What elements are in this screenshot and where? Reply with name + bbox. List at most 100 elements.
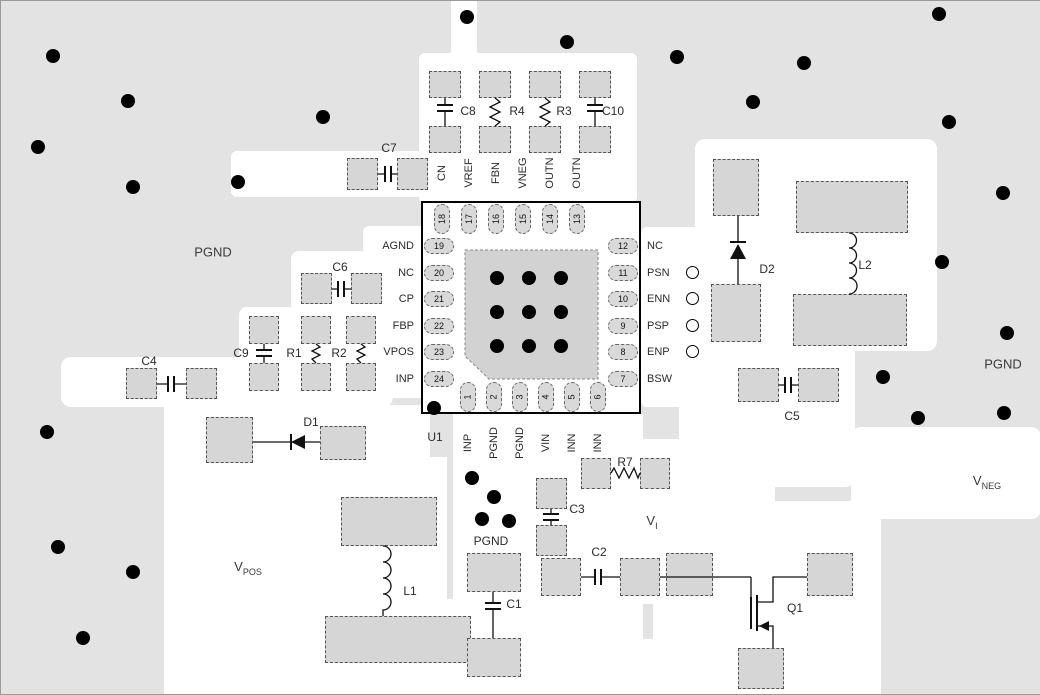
ic-pin-20: 20 xyxy=(424,265,454,281)
net-sub: POS xyxy=(242,566,262,577)
via xyxy=(746,95,760,109)
net-label-pgnd-center: PGND xyxy=(473,534,509,548)
pin-number: 12 xyxy=(617,241,628,251)
pad-R7-1 xyxy=(581,458,611,489)
label-D2: D2 xyxy=(759,262,775,276)
ic-pin-17: 17 xyxy=(461,204,477,234)
net-label-vneg: VNEG xyxy=(973,473,1001,491)
pad-C8-1 xyxy=(429,71,461,98)
label-C10: C10 xyxy=(601,104,625,118)
label-R7: R7 xyxy=(617,455,633,469)
C4-capacitor-symbol xyxy=(167,376,175,392)
via xyxy=(126,565,140,579)
pin-number: 8 xyxy=(620,347,626,357)
pad-R7-2 xyxy=(640,458,670,489)
Q1-gate-lead xyxy=(660,576,752,597)
label-C3: C3 xyxy=(569,502,585,516)
pad-R1-1 xyxy=(301,316,331,344)
Q1-mosfet-arrow xyxy=(759,621,769,631)
ic-pin-8: 8 xyxy=(608,344,638,360)
ic-pin-5: 5 xyxy=(564,382,580,412)
pin-label-inn5: INN xyxy=(566,433,578,453)
ic-pin-9: 9 xyxy=(608,318,638,334)
C5-capacitor-symbol xyxy=(784,377,792,393)
ic-pin-21: 21 xyxy=(424,291,454,307)
testpoint-enn xyxy=(686,292,699,305)
ic-pin-24: 24 xyxy=(424,371,454,387)
pad-R2-2 xyxy=(346,363,376,391)
ic-pin-19: 19 xyxy=(424,238,454,254)
R3-resistor-symbol xyxy=(538,97,552,127)
label-R1: R1 xyxy=(286,346,302,360)
pad-C3-1 xyxy=(536,478,567,509)
pad-C10-1 xyxy=(579,71,611,98)
pad-L1-2 xyxy=(325,616,471,663)
R7-resistor-symbol xyxy=(610,466,641,480)
via xyxy=(876,370,890,384)
pin-number: 19 xyxy=(433,241,444,251)
pad-R4-1 xyxy=(479,71,511,98)
pin-label-nc20: NC xyxy=(398,267,414,279)
via xyxy=(460,10,474,24)
via xyxy=(31,140,45,154)
label-C9: C9 xyxy=(233,346,249,360)
pad-Q1-3 xyxy=(738,648,784,689)
pin-label-vpos: VPOS xyxy=(383,346,414,358)
ic-pin-16: 16 xyxy=(488,204,504,234)
via xyxy=(797,56,811,70)
C1-capacitor-symbol xyxy=(485,602,501,610)
C2-capacitor-symbol xyxy=(594,569,602,585)
pad-C6-1 xyxy=(301,273,332,304)
via xyxy=(490,339,504,353)
label-C1: C1 xyxy=(506,597,522,611)
via xyxy=(475,512,489,526)
label-C7: C7 xyxy=(381,141,397,155)
ic-pin-14: 14 xyxy=(542,204,558,234)
pad-C1-1 xyxy=(467,553,521,592)
via xyxy=(942,115,956,129)
C9-capacitor-symbol xyxy=(256,349,272,357)
net-base: V xyxy=(972,473,982,489)
pin-label-bsw: BSW xyxy=(647,373,673,385)
R1-resistor-symbol xyxy=(310,343,322,364)
ic-pin-10: 10 xyxy=(608,291,638,307)
via xyxy=(51,540,65,554)
testpoint-enp xyxy=(686,345,699,358)
pin-label-inp1: INP xyxy=(462,433,474,453)
keepout-region xyxy=(679,399,773,511)
pad-C4-1 xyxy=(126,368,157,399)
pad-C7-2 xyxy=(397,158,428,190)
via xyxy=(560,35,574,49)
pin-label-enn: ENN xyxy=(647,293,671,305)
ic-pin-7: 7 xyxy=(608,371,638,387)
via xyxy=(316,110,330,124)
R4-resistor-symbol xyxy=(488,97,502,127)
pad-C4-2 xyxy=(186,368,217,399)
pad-C5-1 xyxy=(738,368,779,402)
via xyxy=(427,401,441,415)
label-Q1: Q1 xyxy=(786,601,804,615)
pin-label-psp: PSP xyxy=(647,320,670,332)
pin-label-inp24: INP xyxy=(395,373,414,385)
pin-label-vneg: VNEG xyxy=(517,157,529,189)
C10-capacitor-symbol xyxy=(587,104,603,112)
keepout-region xyxy=(231,151,431,197)
ic-pin-1: 1 xyxy=(460,382,476,412)
pad-Q1-2 xyxy=(807,553,853,596)
via xyxy=(554,271,568,285)
pin-label-cp: CP xyxy=(398,293,414,305)
net-base: V xyxy=(234,559,243,575)
label-C6: C6 xyxy=(332,260,348,274)
pad-R1-2 xyxy=(301,363,331,391)
via xyxy=(76,631,90,645)
via xyxy=(502,514,516,528)
via xyxy=(522,305,536,319)
pad-C1-2 xyxy=(467,638,521,677)
pin-number: 10 xyxy=(617,294,628,304)
pad-C8-2 xyxy=(429,126,461,153)
pad-L1-1 xyxy=(341,497,437,546)
net-base: V xyxy=(646,513,656,529)
via xyxy=(911,411,925,425)
via xyxy=(121,94,135,108)
